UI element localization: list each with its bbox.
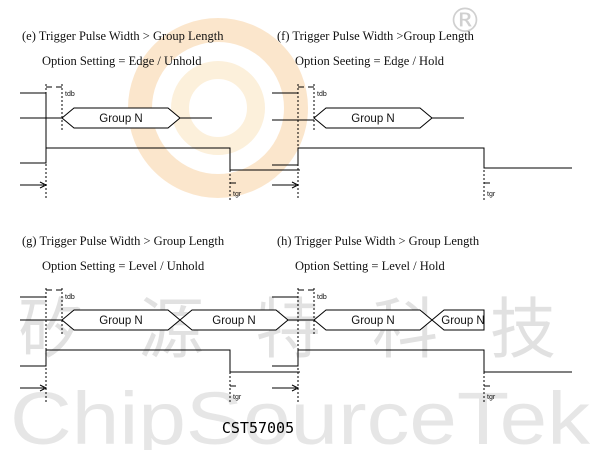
panel-g: (g) Trigger Pulse Width > Group Length O… bbox=[20, 234, 300, 402]
panel-e-option: Option Setting = Edge / Unhold bbox=[42, 54, 202, 68]
panel-g-option: Option Setting = Level / Unhold bbox=[42, 259, 205, 273]
panel-e-tgr-label: tgr bbox=[233, 191, 242, 198]
panel-f-tgr-label: tgr bbox=[487, 191, 496, 198]
panel-e-group-label: Group N bbox=[99, 113, 142, 125]
panel-h-title: (h) Trigger Pulse Width > Group Length bbox=[277, 234, 480, 248]
watermark-brand-text: ChipSourceTek bbox=[10, 377, 591, 450]
panel-h-tdb-label: tdb bbox=[317, 294, 327, 301]
panel-g-group-label-2: Group N bbox=[212, 315, 255, 327]
panel-g-tdb-label: tdb bbox=[65, 294, 75, 301]
panel-h-option: Option Setting = Level / Hold bbox=[295, 259, 445, 273]
panel-g-title: (g) Trigger Pulse Width > Group Length bbox=[22, 234, 225, 248]
panel-e-title: (e) Trigger Pulse Width > Group Length bbox=[22, 29, 224, 43]
panel-e-tdb-label: tdb bbox=[65, 91, 75, 98]
panel-f-title: (f) Trigger Pulse Width >Group Length bbox=[277, 29, 475, 43]
panel-h: (h) Trigger Pulse Width > Group Length O… bbox=[272, 234, 572, 402]
panel-h-group-box-2 bbox=[431, 309, 485, 331]
panel-e: (e) Trigger Pulse Width > Group Length O… bbox=[20, 29, 300, 200]
panel-g-tgr-label: tgr bbox=[233, 394, 242, 401]
panel-f-tdb-label: tdb bbox=[317, 91, 327, 98]
watermark-cn-char-5: 技 bbox=[490, 291, 556, 368]
panel-f-option: Option Seeting = Edge / Hold bbox=[295, 54, 445, 68]
panel-g-group-label-1: Group N bbox=[99, 315, 142, 327]
registered-mark: ® bbox=[448, 1, 482, 41]
watermark-logo-inner-ring bbox=[171, 61, 265, 155]
panel-h-tgr-label: tgr bbox=[487, 394, 496, 401]
panel-f-group-label: Group N bbox=[351, 113, 394, 125]
panel-f: (f) Trigger Pulse Width >Group Length Op… bbox=[272, 29, 572, 200]
panel-h-group-label-1: Group N bbox=[351, 315, 394, 327]
part-number: CST57005 bbox=[222, 419, 294, 437]
panel-h-group-label-2: Group N bbox=[441, 315, 484, 327]
